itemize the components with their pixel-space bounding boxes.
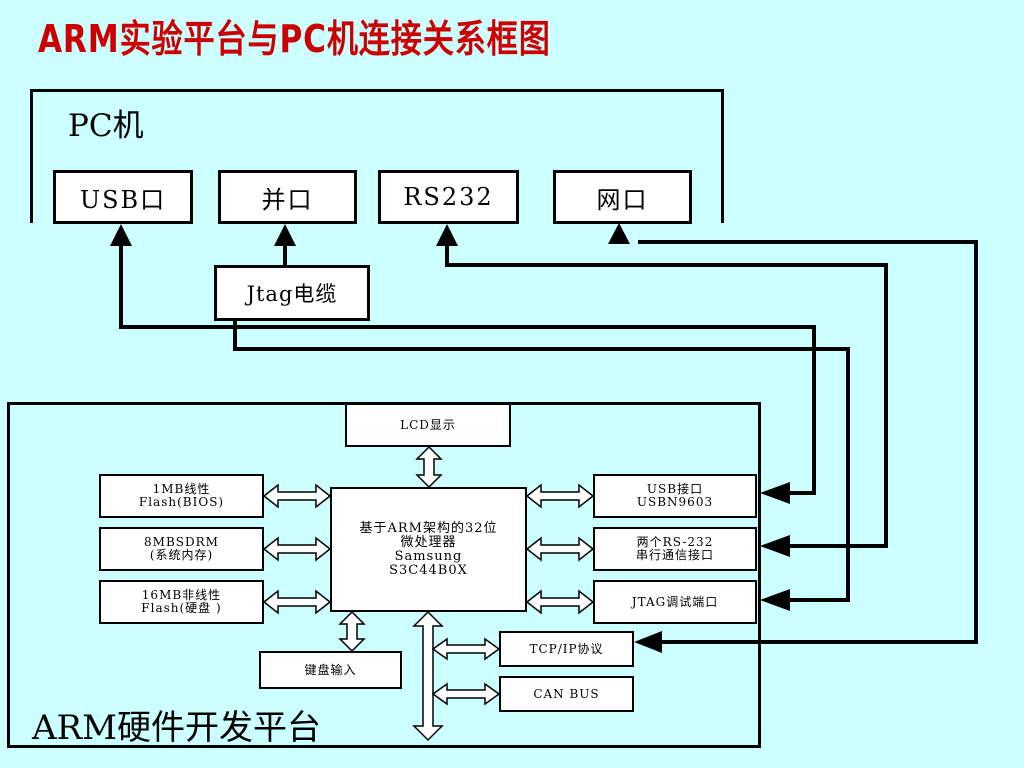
jtag-cable-box: Jtag电缆 (214, 265, 370, 321)
network-port-box: 网口 (553, 170, 692, 224)
flash-disk-cpu-double-arrow (262, 589, 332, 615)
cpu-line3: Samsung (394, 548, 463, 564)
serial-link-line (445, 246, 888, 548)
lcd-cpu-double-arrow (415, 445, 443, 489)
parallel-port-arrowhead (274, 224, 296, 246)
flash-disk-box: 16MB非线性 Flash(硬盘 ) (99, 580, 264, 624)
pc-frame (30, 89, 724, 223)
flash-bios-line2: Flash(BIOS) (138, 495, 225, 509)
network-port-arrowhead (608, 223, 630, 244)
jtag-link-line (233, 321, 850, 602)
parallel-port-box: 并口 (218, 170, 357, 224)
bus-canbus-double-arrow (431, 682, 501, 706)
usb-port-box: USB口 (53, 170, 193, 224)
arm-platform-label: ARM硬件开发平台 (32, 708, 321, 748)
cpu-line4: S3C44B0X (389, 562, 468, 578)
sdram-line1: 8MBSDRM (144, 535, 219, 549)
cpu-jtag-port-double-arrow (525, 589, 595, 615)
flash-disk-line2: Flash(硬盘 ) (141, 601, 222, 615)
usb-interface-line2: USBN9603 (636, 495, 714, 509)
cpu-serial-interface-double-arrow (525, 536, 595, 562)
sdram-box: 8MBSDRM (系统内存) (99, 527, 264, 571)
lcd-display-box: LCD显示 (345, 403, 511, 447)
pc-label: PC机 (68, 108, 144, 144)
rs232-port-arrowhead (436, 224, 458, 246)
can-bus-box: CAN BUS (499, 676, 634, 712)
usb-interface-line1: USB接口 (646, 482, 704, 496)
serial-interface-box: 两个RS-232 串行通信接口 (593, 527, 757, 571)
cpu-bus-double-arrow (412, 610, 444, 742)
cpu-line1: 基于ARM架构的32位 (359, 520, 498, 536)
network-link-line (638, 240, 978, 644)
flash-disk-line1: 16MB非线性 (141, 588, 222, 602)
flash-bios-cpu-double-arrow (262, 483, 332, 509)
flash-bios-line1: 1MB线性 (152, 482, 211, 496)
cpu-keyboard-double-arrow (338, 610, 366, 653)
serial-interface-line1: 两个RS-232 (636, 535, 714, 549)
keyboard-input-box: 键盘输入 (259, 651, 402, 689)
serial-interface-line2: 串行通信接口 (635, 548, 714, 562)
sdram-cpu-double-arrow (262, 536, 332, 562)
page-title: ARM实验平台与PC机连接关系框图 (38, 17, 551, 61)
bus-tcpip-double-arrow (431, 637, 501, 661)
cpu-box: 基于ARM架构的32位 微处理器 Samsung S3C44B0X (330, 487, 527, 612)
usb-interface-arrowhead (760, 482, 790, 504)
usb-interface-box: USB接口 USBN9603 (593, 474, 757, 518)
tcpip-arrowhead (634, 631, 662, 653)
jtag-port-arrowhead (760, 589, 790, 611)
flash-bios-box: 1MB线性 Flash(BIOS) (99, 474, 264, 518)
cpu-line2: 微处理器 (400, 534, 457, 550)
tcpip-box: TCP/IP协议 (499, 631, 634, 667)
usb-port-arrowhead (110, 224, 132, 246)
rs232-port-box: RS232 (378, 170, 519, 224)
cpu-usb-interface-double-arrow (525, 483, 595, 509)
usb-link-line (119, 246, 816, 495)
serial-interface-arrowhead (760, 535, 790, 557)
sdram-line2: (系统内存) (149, 548, 214, 562)
